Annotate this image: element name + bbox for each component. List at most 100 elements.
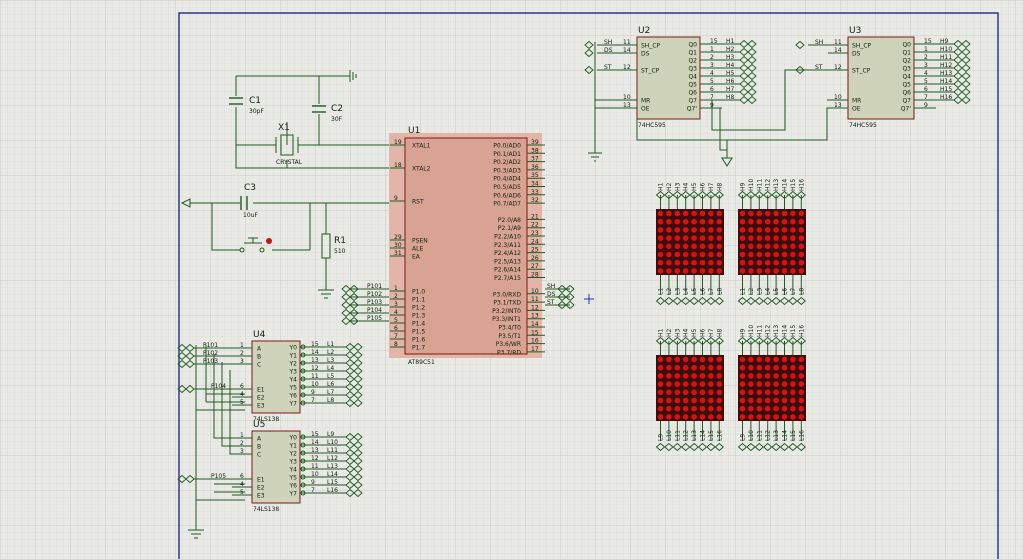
led-dot — [764, 373, 771, 379]
led-dot — [716, 397, 723, 404]
led-dot — [764, 405, 771, 412]
u1-body[interactable] — [404, 137, 528, 355]
matrix-row-label: H16 — [798, 325, 805, 337]
matrix-row-label: H12 — [765, 179, 772, 191]
u2-pin-number: 13 — [623, 102, 631, 109]
u5-pin-number: 1 — [240, 432, 244, 439]
led-dot — [716, 405, 723, 412]
led-dot — [682, 218, 689, 225]
led-dot — [748, 227, 754, 233]
matrix-col-label: L15 — [708, 430, 715, 441]
matrix-col-label: L1 — [658, 288, 665, 295]
u1-pin-name: PSEN — [412, 238, 428, 245]
u4-net-terminal — [353, 398, 363, 408]
led-dot — [756, 251, 763, 258]
u5-net-label: L12 — [327, 455, 338, 462]
u1-pin-number: 16 — [531, 338, 539, 345]
matrix-row-label: H14 — [782, 325, 789, 337]
u2-net-terminal — [747, 87, 757, 97]
u3-net-terminal — [953, 95, 963, 105]
u3-net-terminal — [953, 87, 963, 97]
ground-symbol-595 — [588, 152, 602, 162]
u1-pin-number: 36 — [531, 164, 539, 171]
u3-net-terminal — [953, 71, 963, 81]
capacitor-c3[interactable] — [240, 196, 248, 210]
matrix-row-label: H6 — [700, 328, 707, 337]
reset-button-indicator[interactable] — [266, 238, 272, 244]
u5-net-terminal — [345, 440, 355, 450]
u1-pin-name: P2.0/A8 — [498, 217, 521, 224]
led-dot — [764, 259, 771, 266]
led-dot — [764, 356, 771, 363]
u3-net-terminal — [961, 71, 971, 81]
led-dot — [773, 414, 779, 420]
led-dot — [748, 373, 754, 379]
u2-net-terminal — [584, 65, 594, 75]
u5-pin-name: Y3 — [289, 459, 298, 466]
u1-pin-number: 2 — [394, 293, 398, 300]
u2-body[interactable] — [636, 36, 701, 120]
led-dot — [666, 356, 672, 363]
led-dot — [699, 243, 706, 250]
u4-net-label: L8 — [327, 397, 334, 404]
led-dot — [764, 381, 771, 387]
led-dot — [691, 356, 697, 363]
matrix-col-label: L11 — [756, 430, 763, 441]
led-dot — [708, 397, 714, 404]
led-dot — [691, 381, 697, 387]
reset-button[interactable] — [239, 237, 265, 253]
led-dot — [764, 397, 771, 404]
u5-body[interactable] — [251, 430, 301, 504]
u3-body[interactable] — [847, 36, 915, 120]
crystal-x1[interactable] — [275, 134, 299, 156]
capacitor-c1[interactable] — [229, 97, 243, 105]
matrix-row-terminal — [796, 190, 806, 200]
r1-value: 510 — [334, 248, 346, 255]
u4-pin-number: 6 — [240, 383, 244, 390]
p3-net-terminal — [557, 284, 567, 294]
led-dot — [699, 373, 706, 379]
led-dot — [798, 259, 805, 266]
matrix-row-terminal — [714, 190, 724, 200]
led-dot — [781, 389, 788, 396]
led-dot — [699, 227, 706, 233]
cursor-crosshair-icon — [584, 294, 594, 304]
resistor-r1[interactable] — [321, 233, 331, 259]
led-dot — [756, 373, 763, 379]
led-dot — [716, 259, 723, 266]
led-dot — [798, 218, 805, 225]
u2-pin-number: 15 — [710, 38, 718, 45]
led-dot — [674, 235, 681, 241]
u4-pin-name: Y4 — [289, 377, 298, 384]
led-dot — [781, 227, 788, 233]
u5-net-terminal — [345, 456, 355, 466]
p1-net-terminal — [349, 284, 359, 294]
led-dot — [666, 364, 672, 371]
led-dot — [790, 235, 796, 241]
led-dot — [716, 364, 723, 371]
capacitor-c2[interactable] — [312, 105, 326, 113]
u1-pin-number: 27 — [531, 263, 539, 270]
led-dot — [699, 356, 706, 363]
led-dot — [682, 389, 689, 396]
u3-pin-name: Q1 — [902, 50, 911, 57]
u4-net-terminal — [345, 350, 355, 360]
u3-net-label: H15 — [940, 86, 952, 93]
matrix-row-label: H6 — [700, 182, 707, 191]
led-dot — [716, 235, 723, 241]
matrix-col-label: L13 — [691, 430, 698, 441]
u4-body[interactable] — [251, 340, 301, 414]
u1-pin-number: 5 — [394, 317, 398, 324]
u5-pin-number: 12 — [311, 455, 319, 462]
u2-pin-number: 11 — [623, 39, 631, 46]
matrix-col-label: L5 — [691, 288, 698, 295]
u3-net-terminal — [961, 47, 971, 57]
